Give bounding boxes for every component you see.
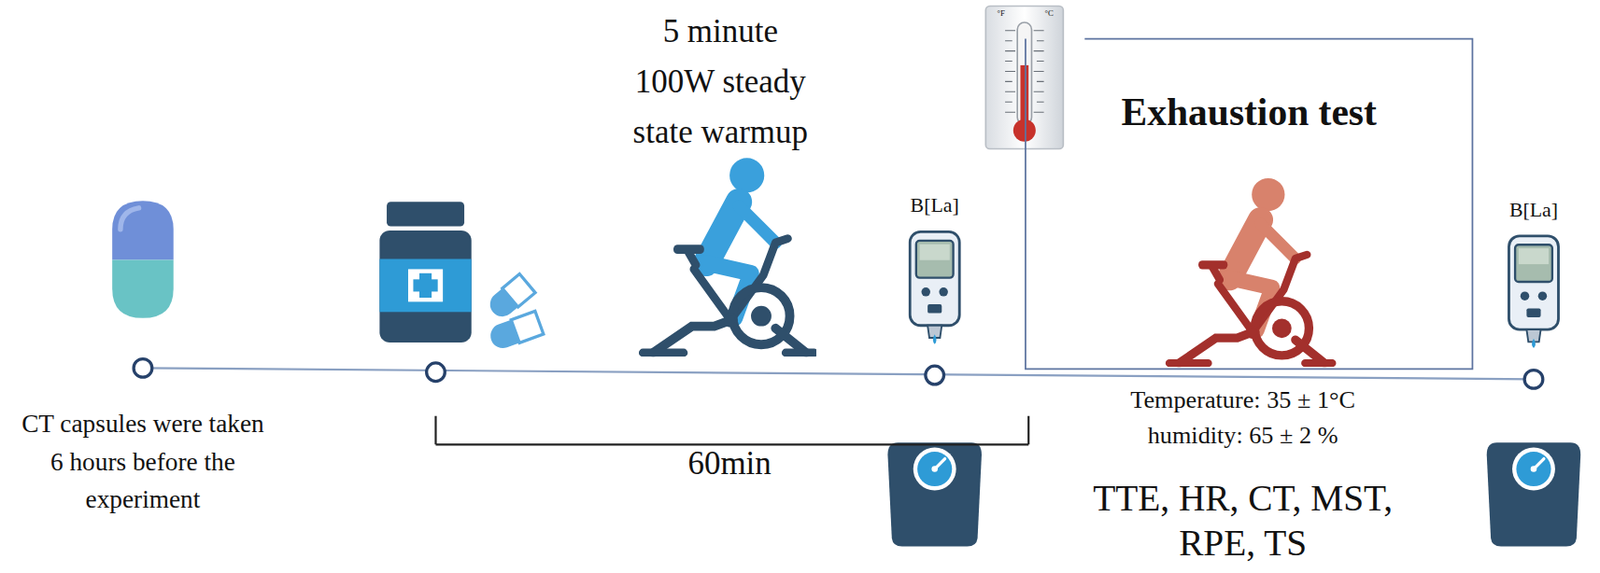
unit-label: °F	[990, 10, 1013, 20]
unit-label: °C	[1037, 10, 1061, 20]
box-border	[1025, 39, 1473, 370]
box-outline	[1025, 39, 1473, 370]
measure-label: B[La]	[1487, 198, 1580, 221]
duration-label: 60min	[663, 447, 796, 481]
box-title: Exhaustion test	[1025, 89, 1473, 137]
exhaustion-box: Exhaustion test	[1025, 39, 1473, 370]
step-note: CT capsules were taken 6 hours before th…	[20, 405, 266, 519]
step-note: 5 minute 100W steady state warmup	[627, 6, 814, 159]
condition-note: humidity: 65 ± 2 %	[1028, 422, 1458, 451]
measure-list: TTE, HR, CT, MST, RPE, TS	[1083, 477, 1402, 567]
measure-label: B[La]	[889, 194, 981, 217]
condition-note: Temperature: 35 ± 1°C	[1028, 386, 1458, 415]
